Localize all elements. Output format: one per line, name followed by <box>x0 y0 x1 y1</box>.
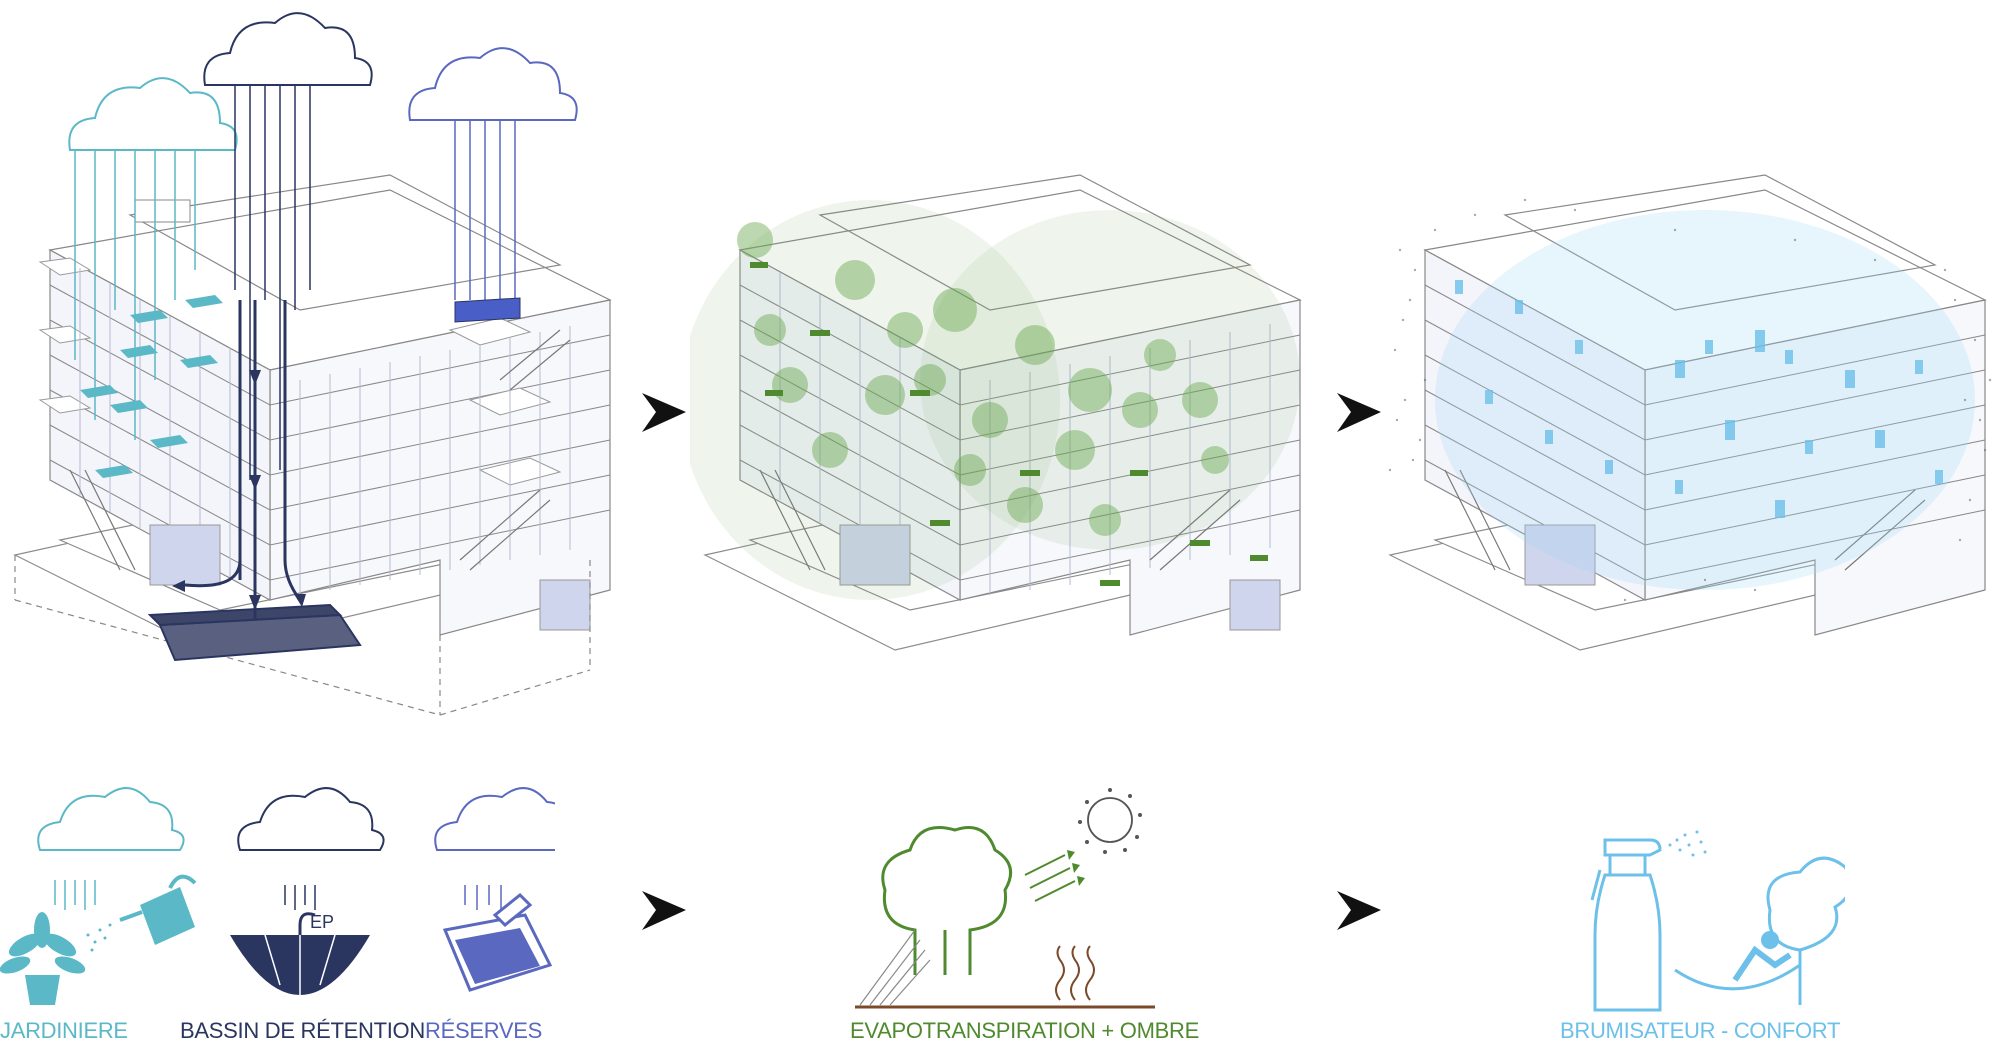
building-vegetation <box>690 0 1330 730</box>
building-misting <box>1375 0 2000 730</box>
tree-sun-icon <box>855 780 1155 1015</box>
ep-badge: EP <box>310 912 335 932</box>
arrow-right-icon <box>640 888 690 933</box>
spray-bottle-icon <box>1585 820 1845 1015</box>
tank-icon <box>425 785 555 1010</box>
umbrella-icon <box>220 785 390 1015</box>
arrow-right-icon <box>1335 390 1385 435</box>
arrow-right-icon <box>640 390 690 435</box>
label-brumisateur: BRUMISATEUR - CONFORT <box>1560 1018 1841 1043</box>
cloud-navy-icon <box>203 12 373 86</box>
building-rain-collection <box>0 0 640 730</box>
roof-tank <box>454 297 521 323</box>
plant-watering-can-icon <box>0 780 210 1025</box>
cloud-teal-icon <box>68 77 238 151</box>
label-evapotranspiration: EVAPOTRANSPIRATION + OMBRE <box>850 1018 1199 1043</box>
label-reserves: RÉSERVES <box>425 1018 543 1043</box>
arrow-right-icon <box>1335 888 1385 933</box>
label-bassin: BASSIN DE RÉTENTION <box>180 1018 425 1043</box>
label-jardiniere: JARDINIERE <box>0 1018 128 1043</box>
cloud-periwinkle-icon <box>408 47 578 121</box>
